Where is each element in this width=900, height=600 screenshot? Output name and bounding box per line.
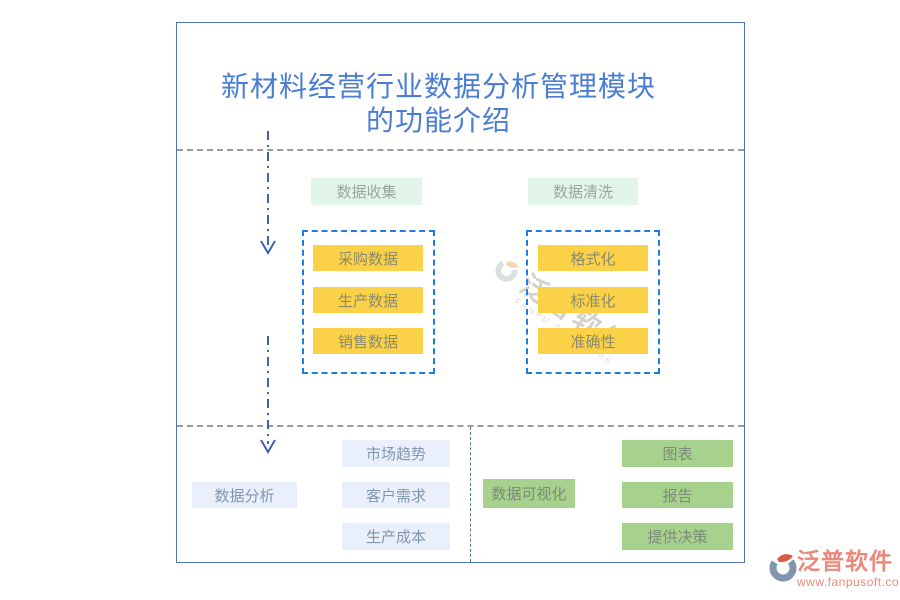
down-arrow-icon bbox=[260, 336, 276, 454]
cleaning-item-standardization: 标准化 bbox=[538, 287, 648, 313]
brand-url: www.fanpusoft.com bbox=[797, 575, 900, 589]
brand-footer: 泛普软件 www.fanpusoft.com bbox=[769, 548, 900, 589]
analysis-item-customer-demand: 客户需求 bbox=[342, 482, 450, 508]
collection-group-container bbox=[302, 230, 435, 374]
analysis-item-market-trend: 市场趋势 bbox=[342, 440, 450, 467]
collection-item-sales: 销售数据 bbox=[313, 328, 423, 354]
cleaning-item-accuracy: 准确性 bbox=[538, 328, 648, 354]
collection-item-procurement: 采购数据 bbox=[313, 245, 423, 271]
collection-item-production: 生产数据 bbox=[313, 287, 423, 313]
cleaning-group-container bbox=[526, 230, 660, 374]
brand-name: 泛普软件 bbox=[797, 548, 893, 574]
stage-data-cleaning: 数据清洗 bbox=[528, 178, 638, 205]
visualization-item-decision: 提供决策 bbox=[622, 523, 733, 550]
bottom-vertical-divider bbox=[470, 427, 471, 562]
diagram-frame bbox=[176, 22, 745, 563]
stage-data-analysis: 数据分析 bbox=[192, 482, 297, 508]
stage-data-collection: 数据收集 bbox=[311, 178, 422, 205]
title-line-1: 新材料经营行业数据分析管理模块 bbox=[220, 71, 656, 102]
stage-data-visualization: 数据可视化 bbox=[483, 479, 575, 508]
brand-logo-icon bbox=[769, 554, 797, 582]
visualization-item-chart: 图表 bbox=[622, 440, 733, 467]
page-title: 新材料经营行业数据分析管理模块 的功能介绍 bbox=[154, 70, 723, 138]
analysis-item-production-cost: 生产成本 bbox=[342, 523, 450, 550]
top-section-divider bbox=[177, 149, 744, 151]
down-arrow-icon bbox=[260, 131, 276, 255]
bottom-section-divider bbox=[177, 425, 744, 427]
cleaning-item-formatting: 格式化 bbox=[538, 245, 648, 271]
title-line-2: 的功能介绍 bbox=[365, 105, 511, 136]
visualization-item-report: 报告 bbox=[622, 482, 733, 508]
